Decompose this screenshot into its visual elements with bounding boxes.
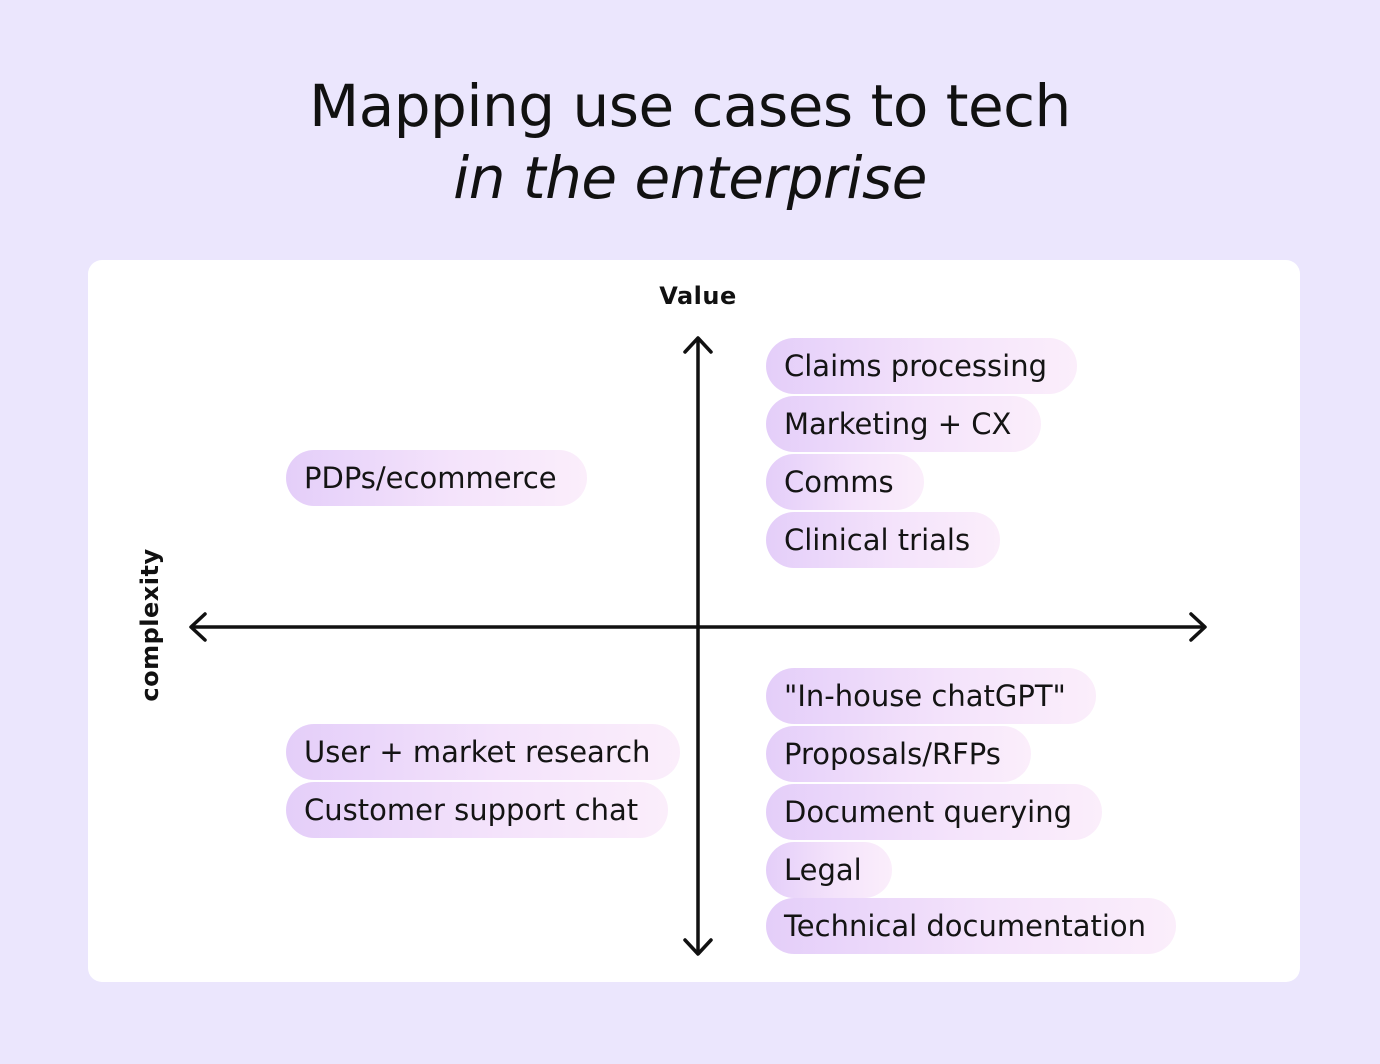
pill-pdps-ecommerce: PDPs/ecommerce: [286, 450, 587, 506]
horizontal-axis-arrow-right: [1189, 612, 1207, 642]
pill-claims-processing: Claims processing: [766, 338, 1077, 394]
title-line-2: in the enterprise: [453, 144, 927, 212]
pill-legal: Legal: [766, 842, 892, 898]
vertical-axis-arrow-down: [683, 938, 713, 956]
pill-clinical-trials: Clinical trials: [766, 512, 1001, 568]
page-title: Mapping use cases to tech in the enterpr…: [0, 70, 1380, 214]
pill-document-querying: Document querying: [766, 784, 1103, 840]
pill-technical-documentation: Technical documentation: [766, 898, 1177, 954]
quadrant-card: [88, 260, 1300, 982]
value-axis-label: Value: [659, 282, 737, 310]
horizontal-axis-arrow-left: [189, 612, 207, 642]
pill-in-house-chatgpt: "In-house chatGPT": [766, 668, 1096, 724]
complexity-axis-label: complexity: [136, 548, 164, 702]
pill-comms: Comms: [766, 454, 924, 510]
pill-proposals-rfps: Proposals/RFPs: [766, 726, 1031, 782]
pill-marketing-cx: Marketing + CX: [766, 396, 1042, 452]
pill-user-market-research: User + market research: [286, 724, 681, 780]
title-line-1: Mapping use cases to tech: [309, 72, 1071, 140]
pill-customer-support-chat: Customer support chat: [286, 782, 669, 838]
vertical-axis-arrow-up: [683, 336, 713, 354]
